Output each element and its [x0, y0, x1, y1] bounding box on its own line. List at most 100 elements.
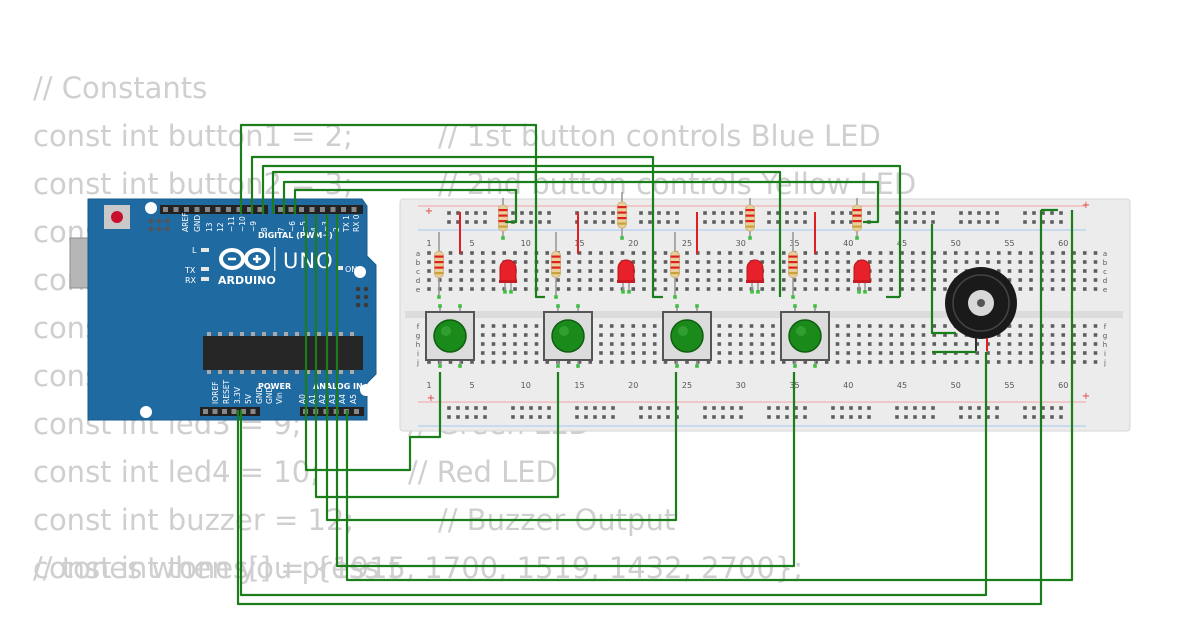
column-number: 15 — [574, 239, 584, 248]
row-letter: a — [416, 250, 420, 258]
pin-label: IOREF — [211, 382, 220, 404]
pin-label: GND — [193, 215, 202, 232]
push-button-icon[interactable] — [662, 304, 712, 368]
column-number: 30 — [736, 239, 746, 248]
board-model-label: UNO — [283, 249, 334, 273]
microcontroller-chip — [203, 336, 363, 370]
pin-label: A2 — [318, 394, 327, 404]
resistor-icon[interactable] — [852, 198, 862, 240]
jumper-wire[interactable] — [271, 170, 782, 297]
row-letter: c — [416, 268, 420, 276]
reset-button-icon[interactable] — [104, 205, 130, 229]
column-number: 5 — [469, 381, 474, 390]
led-icon[interactable] — [746, 259, 764, 294]
board-logo-text: ARDUINO — [218, 274, 276, 287]
resistor-icon[interactable] — [617, 192, 627, 240]
push-button-icon[interactable] — [425, 304, 475, 368]
jumper-wire[interactable] — [314, 214, 560, 499]
row-letter: j — [416, 359, 419, 367]
resistor-icon[interactable] — [551, 232, 561, 299]
breadboard-labels: 1155101015152020252530303535404045455050… — [416, 239, 1108, 390]
column-number: 45 — [897, 381, 907, 390]
rail-plus-label-bottom-right: + — [1082, 391, 1090, 402]
row-letter: a — [1103, 250, 1107, 258]
jumper-wire[interactable] — [304, 214, 442, 472]
resistor-icon[interactable] — [498, 198, 508, 240]
row-letter: h — [1103, 341, 1107, 349]
pin-label: A4 — [338, 394, 347, 404]
breadboard[interactable]: 1155101015152020252530303535404045455050… — [399, 198, 1131, 432]
jumper-wire[interactable] — [930, 224, 956, 335]
column-number: 40 — [843, 381, 853, 390]
pin-label: 12 — [216, 222, 225, 232]
code-statement: // Constants — [33, 71, 208, 105]
row-letter: i — [417, 350, 419, 358]
column-number: 60 — [1058, 239, 1068, 248]
pin-label: ~3 — [321, 221, 330, 232]
jumper-wire[interactable] — [293, 188, 518, 224]
power-label: POWER — [258, 382, 291, 391]
code-comment: // tones when you press t — [33, 551, 400, 585]
row-letter: i — [1104, 350, 1106, 358]
code-line: const int led4 = 10;// Red LED — [33, 454, 558, 490]
resistor-icon[interactable] — [434, 232, 444, 299]
resistor-icon[interactable] — [788, 232, 798, 299]
jumper-wire[interactable] — [651, 278, 663, 299]
column-number: 10 — [521, 239, 531, 248]
jumper-wire[interactable] — [282, 180, 880, 224]
row-letter: d — [1103, 277, 1107, 285]
row-letter: e — [416, 286, 420, 294]
row-letter: g — [416, 332, 420, 340]
row-letter: f — [1104, 323, 1107, 331]
pin-label: GND — [255, 387, 264, 404]
jumper-wire[interactable] — [239, 123, 538, 280]
jumper-wire[interactable] — [335, 214, 796, 568]
jumper-wire[interactable] — [250, 155, 655, 278]
pin-label: 3.3V — [233, 386, 242, 404]
column-number: 5 — [469, 239, 474, 248]
jumper-wire[interactable] — [236, 210, 1043, 606]
row-letter: f — [417, 323, 420, 331]
header-top-left — [160, 205, 268, 214]
column-number: 45 — [897, 239, 907, 248]
column-number: 55 — [1004, 239, 1014, 248]
push-button-icon[interactable] — [543, 304, 593, 368]
jumper-wire[interactable] — [239, 352, 988, 597]
pin-label: ~5 — [299, 221, 308, 232]
column-number: 50 — [951, 239, 961, 248]
l-led-label: L — [192, 246, 197, 255]
led-icon[interactable] — [617, 259, 635, 294]
row-letter: d — [416, 277, 420, 285]
column-number: 15 — [574, 381, 584, 390]
header-analog — [300, 407, 364, 416]
code-line: // Constants — [33, 70, 207, 106]
jumper-wire[interactable] — [534, 280, 545, 299]
column-number: 1 — [426, 381, 431, 390]
column-number: 1 — [426, 239, 431, 248]
column-number: 40 — [843, 239, 853, 248]
header-top-right — [275, 205, 363, 214]
led-icon[interactable] — [499, 259, 517, 294]
column-number: 25 — [682, 239, 692, 248]
push-button-icon[interactable] — [780, 304, 830, 368]
header-power — [200, 407, 260, 416]
pin-label: 7 — [277, 227, 286, 232]
column-number: 20 — [628, 381, 638, 390]
wires[interactable] — [236, 123, 1074, 606]
pin-label: ~10 — [238, 216, 247, 232]
pin-label: A3 — [328, 394, 337, 404]
jumper-wire[interactable] — [345, 210, 1074, 582]
resistor-icon[interactable] — [745, 198, 755, 240]
resistor-icon[interactable] — [670, 232, 680, 299]
jumper-wire[interactable] — [325, 214, 678, 522]
buzzer-icon[interactable] — [945, 267, 1017, 351]
led-icon[interactable] — [853, 259, 871, 294]
column-number: 25 — [682, 381, 692, 390]
code-statement: const int buzzer = 12; — [33, 503, 355, 537]
jumper-wire[interactable] — [261, 164, 902, 297]
row-letter: b — [1103, 259, 1108, 267]
